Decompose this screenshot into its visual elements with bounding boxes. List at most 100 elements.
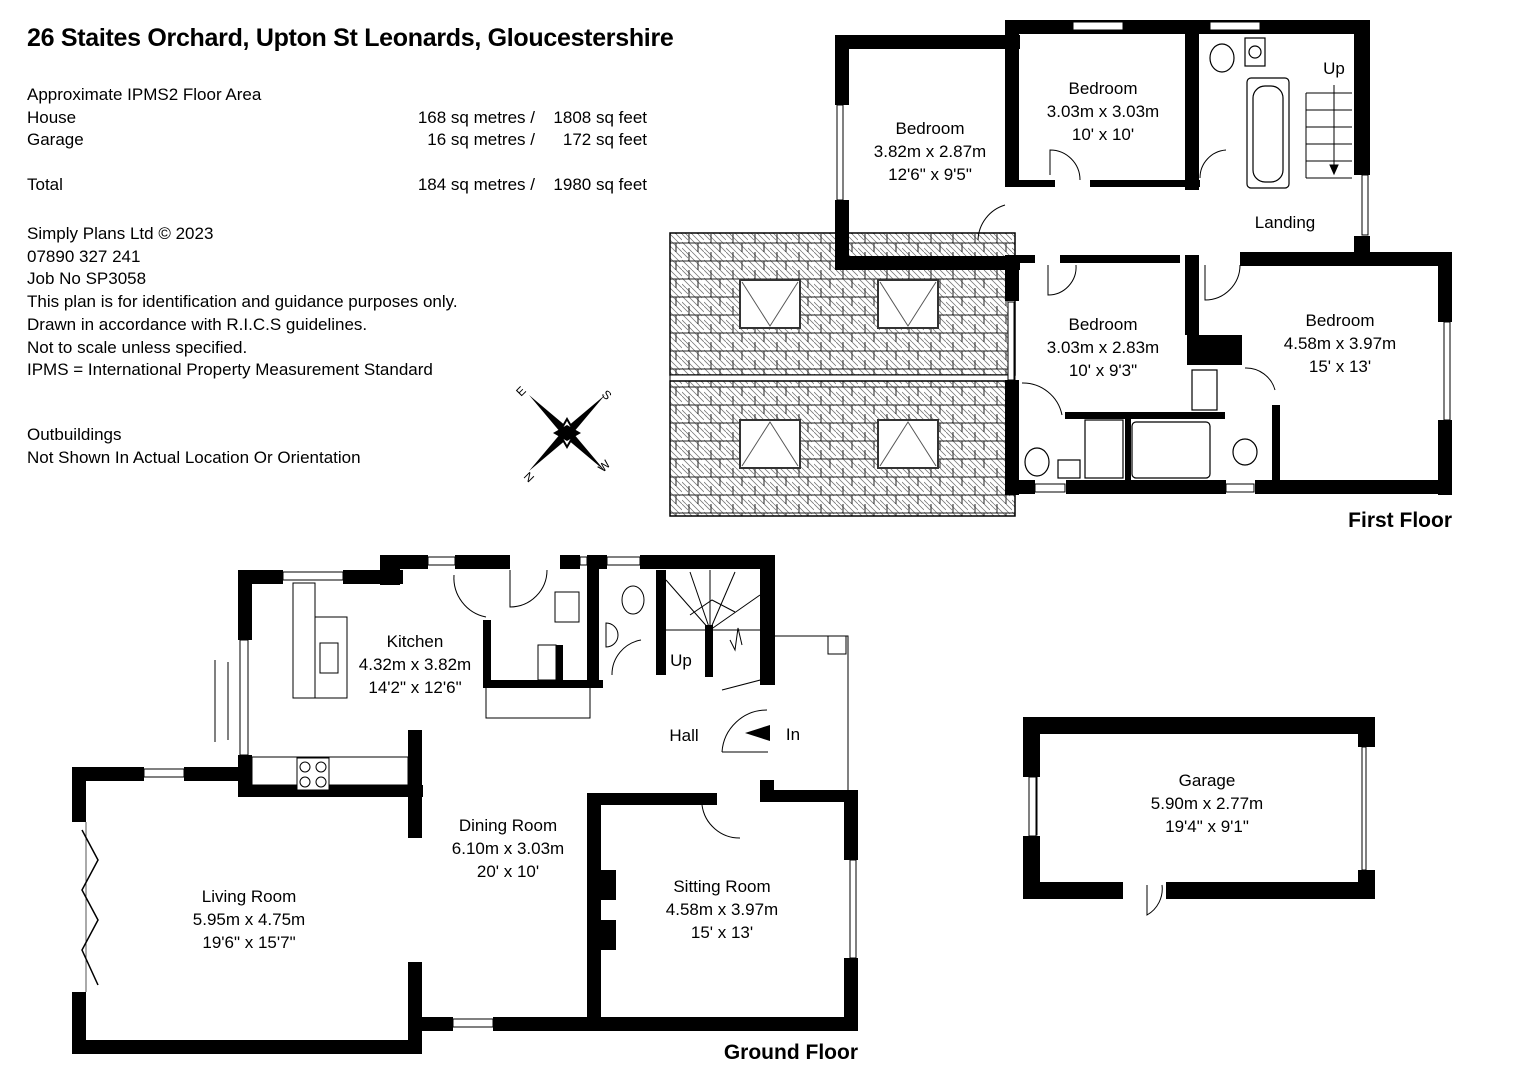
sink-icon bbox=[319, 642, 339, 674]
phone-number: 07890 327 241 bbox=[27, 246, 141, 266]
door-leaf bbox=[721, 677, 769, 691]
svg-text:3.82m x 2.87m: 3.82m x 2.87m bbox=[874, 142, 986, 161]
compass-north-label: N bbox=[521, 469, 537, 485]
skylight-icon bbox=[877, 279, 939, 329]
ground-floor-doors bbox=[81, 569, 1163, 986]
first-floor-stairs bbox=[1305, 85, 1352, 179]
area-feet: 1808 sq feet bbox=[553, 107, 647, 127]
first-floor-doors bbox=[977, 149, 1276, 416]
room-label-garage: Garage 5.90m x 2.77m 19'4" x 9'1" bbox=[1151, 771, 1263, 836]
room-label-hall: Hall bbox=[669, 726, 698, 745]
scale-note: Not to scale unless specified. bbox=[27, 337, 248, 357]
basin-icon bbox=[1191, 369, 1218, 411]
floor-label-ground: Ground Floor bbox=[724, 1041, 858, 1064]
garage-plan: Garage 5.90m x 2.77m 19'4" x 9'1" bbox=[1023, 717, 1375, 899]
svg-text:Bedroom: Bedroom bbox=[1069, 79, 1138, 98]
svg-text:19'4" x 9'1": 19'4" x 9'1" bbox=[1165, 817, 1249, 836]
svg-text:Dining Room: Dining Room bbox=[459, 816, 557, 835]
toilet-icon bbox=[1024, 447, 1050, 477]
entrance-label: In bbox=[786, 725, 800, 744]
door-swing bbox=[1047, 264, 1077, 296]
svg-text:Bedroom: Bedroom bbox=[1069, 315, 1138, 334]
svg-text:5.95m x 4.75m: 5.95m x 4.75m bbox=[193, 910, 305, 929]
area-metres: 168 sq metres / bbox=[417, 107, 535, 127]
area-feet: 172 sq feet bbox=[562, 130, 647, 149]
area-label: House bbox=[27, 107, 77, 127]
bifold-doors bbox=[81, 829, 99, 986]
entrance-arrow-icon bbox=[745, 725, 770, 741]
room-label-kitchen: Kitchen 4.32m x 3.82m 14'2" x 12'6" bbox=[359, 632, 471, 697]
cupboard bbox=[537, 644, 557, 681]
svg-text:12'6" x 9'5": 12'6" x 9'5" bbox=[888, 165, 972, 184]
outbuildings-heading: Outbuildings bbox=[27, 425, 122, 444]
svg-text:4.32m x 3.82m: 4.32m x 3.82m bbox=[359, 655, 471, 674]
ground-floor-plan: Up Kitchen 4.32m x 3.82m 14'2" x 12'6" H… bbox=[72, 555, 1163, 1064]
sink-icon bbox=[554, 591, 580, 623]
toilet-icon bbox=[1209, 43, 1235, 73]
front-door-swing bbox=[721, 709, 768, 753]
svg-text:Bedroom: Bedroom bbox=[1306, 311, 1375, 330]
floor-area-table: Approximate IPMS2 Floor Area House 168 s… bbox=[27, 84, 647, 197]
svg-text:4.58m x 3.97m: 4.58m x 3.97m bbox=[666, 900, 778, 919]
kitchen-fixtures bbox=[251, 582, 645, 791]
job-number: Job No SP3058 bbox=[27, 269, 147, 289]
room-label-bedroom-2: Bedroom 3.03m x 3.03m 10' x 10' bbox=[1047, 79, 1159, 144]
door-swing bbox=[1021, 382, 1063, 416]
hall-outline bbox=[85, 635, 849, 992]
area-row-total: Total 184 sq metres / 1980 sq feet bbox=[27, 174, 647, 197]
ipms-note: IPMS = International Property Measuremen… bbox=[27, 360, 433, 380]
floor-area-heading: Approximate IPMS2 Floor Area bbox=[27, 85, 262, 104]
basin-icon bbox=[1057, 459, 1081, 479]
porch-post-icon bbox=[827, 635, 847, 655]
room-label-sitting-room: Sitting Room 4.58m x 3.97m 15' x 13' bbox=[666, 877, 778, 942]
door-swing bbox=[977, 204, 1006, 241]
svg-text:15' x 13': 15' x 13' bbox=[691, 923, 753, 942]
area-label: Total bbox=[27, 175, 63, 194]
skylight-icon bbox=[739, 279, 801, 329]
rics-note: Drawn in accordance with R.I.C.S guideli… bbox=[27, 314, 368, 334]
svg-text:14'2" x 12'6": 14'2" x 12'6" bbox=[368, 678, 461, 697]
floor-label-first: First Floor bbox=[1348, 509, 1452, 532]
svg-text:Garage: Garage bbox=[1179, 771, 1236, 790]
ground-floor-stairs bbox=[665, 570, 761, 652]
compass-rose-icon: E S N W bbox=[513, 384, 614, 486]
garage-up-and-over-door bbox=[1361, 746, 1367, 871]
toilet-icon bbox=[621, 585, 645, 615]
skylight-icon bbox=[877, 419, 939, 469]
compass-west-label: W bbox=[595, 457, 613, 475]
french-doors bbox=[214, 660, 229, 742]
room-label-bedroom-3: Bedroom 3.03m x 2.83m 10' x 9'3" bbox=[1047, 315, 1159, 380]
area-metres: 16 sq metres / bbox=[427, 130, 535, 149]
compass-east-label: E bbox=[513, 384, 529, 400]
area-metres: 184 sq metres / bbox=[417, 175, 535, 194]
svg-text:20' x 10': 20' x 10' bbox=[477, 862, 539, 881]
first-floor-walls bbox=[835, 20, 1452, 495]
outbuildings-text: Not Shown In Actual Location Or Orientat… bbox=[27, 447, 361, 467]
svg-text:Kitchen: Kitchen bbox=[387, 632, 444, 651]
svg-text:Bedroom: Bedroom bbox=[896, 119, 965, 138]
svg-text:10' x 9'3": 10' x 9'3" bbox=[1069, 361, 1137, 380]
room-label-bedroom-4: Bedroom 4.58m x 3.97m 15' x 13' bbox=[1284, 311, 1396, 376]
svg-text:5.90m x 2.77m: 5.90m x 2.77m bbox=[1151, 794, 1263, 813]
disclaimer-note: This plan is for identification and guid… bbox=[27, 292, 458, 312]
compass-south-label: S bbox=[599, 387, 615, 403]
area-feet: 1980 sq feet bbox=[553, 175, 647, 194]
stairs-up-label: Up bbox=[670, 651, 692, 670]
area-row-garage: Garage 16 sq metres / 172 sq feet bbox=[27, 129, 647, 152]
kitchen-island bbox=[292, 582, 316, 699]
door-swing bbox=[1204, 264, 1241, 301]
garage-door-swing bbox=[1146, 884, 1163, 916]
copyright-note: Simply Plans Ltd © 2023 bbox=[27, 224, 214, 243]
shower-tray-icon bbox=[1131, 421, 1211, 479]
property-title: 26 Staites Orchard, Upton St Leonards, G… bbox=[27, 24, 674, 52]
svg-text:Hall: Hall bbox=[669, 726, 698, 745]
first-floor-fixtures bbox=[1024, 37, 1290, 479]
area-label: Garage bbox=[27, 130, 84, 149]
toilet-icon bbox=[1232, 438, 1258, 466]
svg-text:Landing: Landing bbox=[1255, 213, 1316, 232]
svg-text:4.58m x 3.97m: 4.58m x 3.97m bbox=[1284, 334, 1396, 353]
door-swing bbox=[611, 639, 642, 676]
outbuildings-note: Outbuildings Not Shown In Actual Locatio… bbox=[27, 424, 361, 469]
svg-text:6.10m x 3.03m: 6.10m x 3.03m bbox=[452, 839, 564, 858]
